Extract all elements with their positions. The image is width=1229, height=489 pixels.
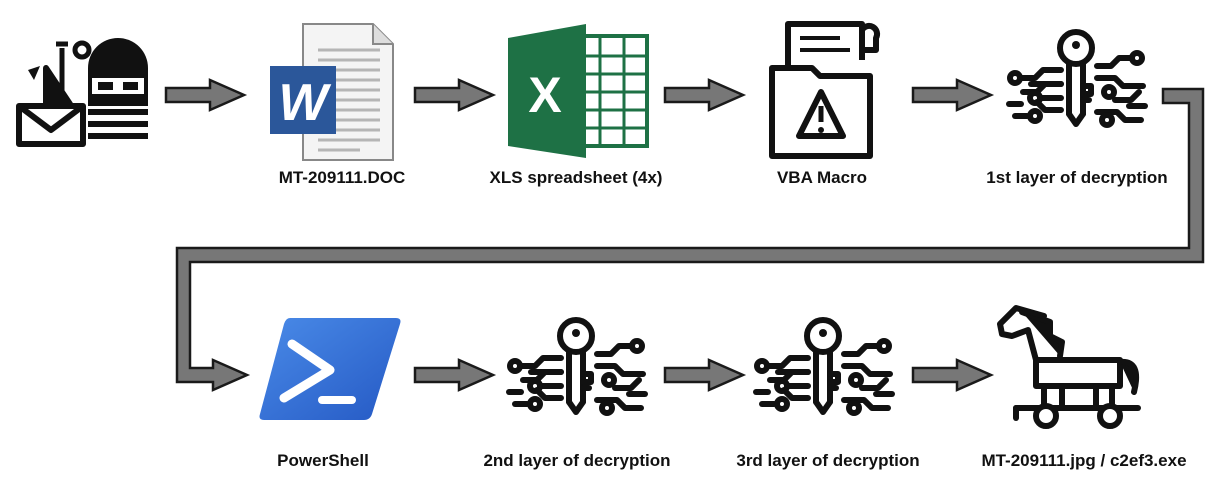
label-doc: MT-209111.DOC bbox=[278, 168, 406, 187]
trojan-horse-icon bbox=[997, 305, 1141, 429]
label-vba: VBA Macro bbox=[776, 168, 868, 187]
decryption-key-icon-3 bbox=[756, 320, 892, 413]
arrow-connector bbox=[175, 87, 1205, 392]
label-decryption-3: 3rd layer of decryption bbox=[736, 451, 920, 470]
arrow-7 bbox=[911, 358, 995, 392]
decryption-key-icon-2 bbox=[509, 320, 645, 413]
arrow-6 bbox=[663, 358, 747, 392]
arrow-1 bbox=[164, 78, 248, 112]
word-letter: W bbox=[278, 74, 331, 132]
arrow-5 bbox=[413, 358, 497, 392]
arrow-2 bbox=[413, 78, 497, 112]
vba-macro-folder-icon bbox=[769, 21, 881, 159]
phishing-email-icon bbox=[16, 38, 148, 147]
arrow-4 bbox=[911, 78, 995, 112]
arrow-3 bbox=[663, 78, 747, 112]
excel-letter: X bbox=[528, 67, 561, 123]
excel-icon: X bbox=[508, 24, 649, 158]
label-xls: XLS spreadsheet (4x) bbox=[489, 168, 663, 187]
label-powershell: PowerShell bbox=[277, 451, 369, 470]
label-decryption-2: 2nd layer of decryption bbox=[483, 451, 671, 470]
powershell-icon bbox=[259, 318, 401, 420]
decryption-key-icon-1 bbox=[1009, 32, 1145, 125]
word-document-icon: W bbox=[270, 23, 394, 161]
label-trojan: MT-209111.jpg / c2ef3.exe bbox=[981, 451, 1187, 470]
label-decryption-1: 1st layer of decryption bbox=[986, 168, 1168, 187]
